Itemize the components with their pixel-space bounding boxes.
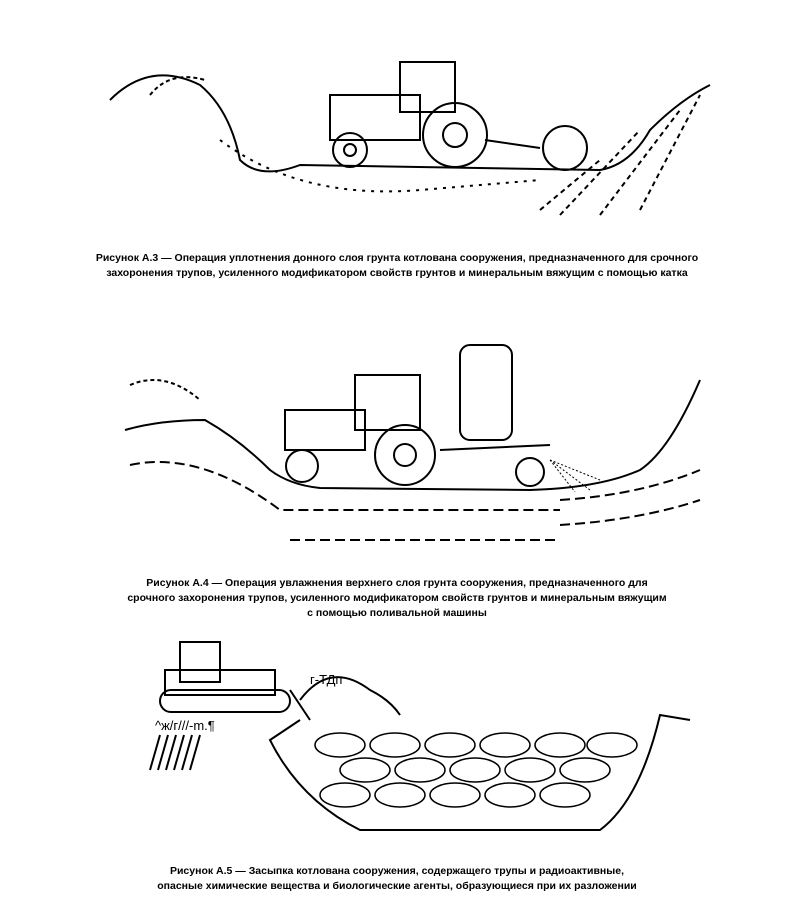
caption-line: срочного захоронения трупов, усиленного … — [127, 592, 667, 604]
caption-line: Рисунок А.4 — Операция увлажнения верхне… — [146, 577, 648, 589]
figure-a3-caption: Рисунок А.3 — Операция уплотнения донног… — [0, 251, 794, 281]
figure-a3-illustration — [109, 61, 711, 216]
figure-a4-caption: Рисунок А.4 — Операция увлажнения верхне… — [0, 576, 794, 621]
caption-line: Рисунок А.3 — Операция уплотнения донног… — [95, 252, 699, 264]
figure-a5-left-label: ^ж/г///-m.¶ — [155, 718, 215, 733]
figure-a5-right-label: г-ТДп — [310, 672, 343, 687]
caption-line: Рисунок А.5 — Засыпка котлована сооружен… — [169, 865, 625, 877]
figure-a4-illustration — [124, 344, 701, 541]
figure-a5-caption: Рисунок А.5 — Засыпка котлована сооружен… — [0, 864, 794, 894]
figure-a5-illustration — [149, 641, 691, 831]
caption-line: с помощью поливальной машины — [307, 607, 487, 619]
caption-line: захоронения трупов, усиленного модификат… — [106, 267, 688, 279]
caption-line: опасные химические вещества и биологичес… — [157, 880, 637, 892]
